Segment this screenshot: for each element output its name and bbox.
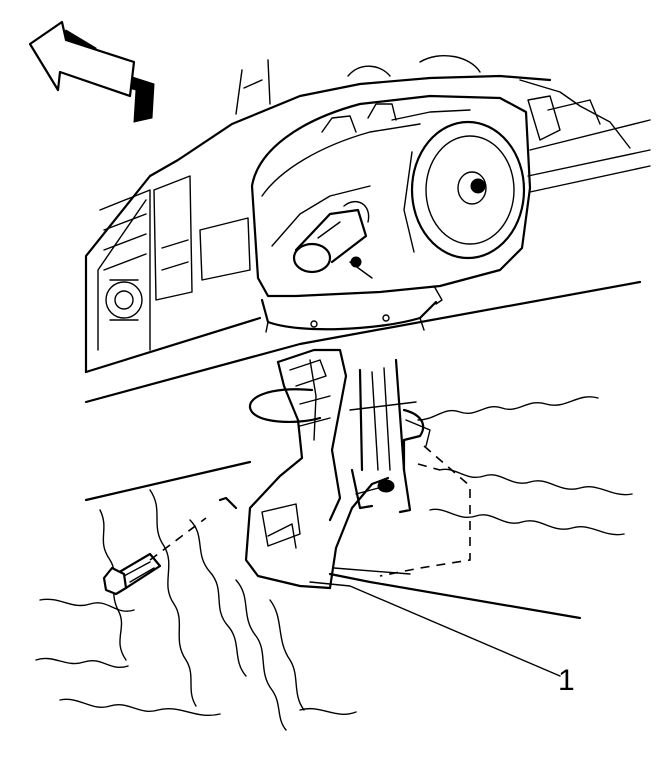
callout-1-leader [309,581,561,677]
module-housing [250,94,532,333]
instrument-panel [84,55,651,404]
callout-1-label: 1 [558,664,575,697]
floor-carpet [35,396,633,731]
bolt-icon [102,517,207,596]
forward-direction-arrow-icon [28,20,155,123]
support-bracket [244,348,425,590]
